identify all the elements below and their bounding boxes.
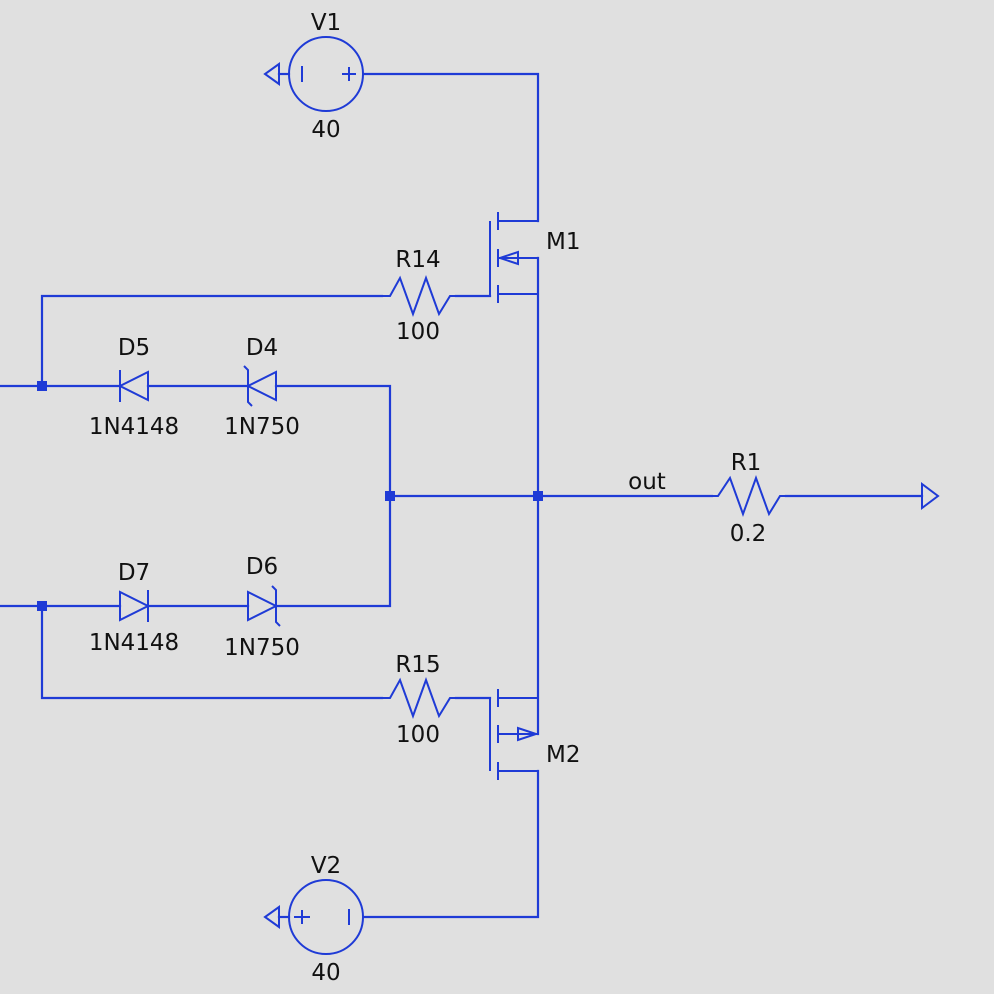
voltage-source-v2[interactable]: V2 40	[263, 853, 364, 986]
r1-name: R1	[731, 450, 762, 476]
d5-value: 1N4148	[89, 414, 179, 440]
d6-value: 1N750	[224, 635, 300, 661]
mosfet-m1[interactable]: M1	[489, 212, 580, 303]
r1-value: 0.2	[730, 521, 767, 547]
resistor-r15[interactable]: R15 100	[382, 652, 456, 748]
zener-diode-d6[interactable]: D6 1N750	[224, 554, 300, 661]
d4-value: 1N750	[224, 414, 300, 440]
d7-name: D7	[118, 560, 150, 586]
junction-dot	[533, 491, 543, 501]
resistor-r14[interactable]: R14 100	[382, 247, 456, 345]
v1-name: V1	[311, 10, 341, 36]
m1-name: M1	[546, 229, 580, 255]
d5-name: D5	[118, 335, 150, 361]
d7-value: 1N4148	[89, 630, 179, 656]
voltage-source-v1[interactable]: V1 40	[263, 10, 364, 143]
r14-name: R14	[395, 247, 440, 273]
junctions	[37, 381, 543, 611]
d6-name: D6	[246, 554, 278, 580]
diode-d5[interactable]: D5 1N4148	[89, 335, 179, 440]
v2-name: V2	[311, 853, 341, 879]
diode-d7[interactable]: D7 1N4148	[89, 560, 179, 656]
junction-dot	[385, 491, 395, 501]
zener-diode-d4[interactable]: D4 1N750	[224, 335, 300, 440]
mosfet-m2[interactable]: M2	[489, 689, 580, 780]
junction-dot	[37, 601, 47, 611]
net-label-out: out	[628, 469, 666, 495]
r14-value: 100	[396, 319, 440, 345]
resistor-r1[interactable]: R1 0.2	[712, 450, 940, 547]
ground-icon	[921, 482, 940, 510]
r15-value: 100	[396, 722, 440, 748]
d4-name: D4	[246, 335, 278, 361]
ground-icon	[263, 62, 280, 86]
junction-dot	[37, 381, 47, 391]
v1-value: 40	[311, 117, 340, 143]
r15-name: R15	[395, 652, 440, 678]
arrow-icon	[517, 726, 540, 742]
m2-name: M2	[546, 742, 580, 768]
ground-icon	[263, 905, 280, 929]
arrow-icon	[496, 250, 519, 266]
v2-value: 40	[311, 960, 340, 986]
